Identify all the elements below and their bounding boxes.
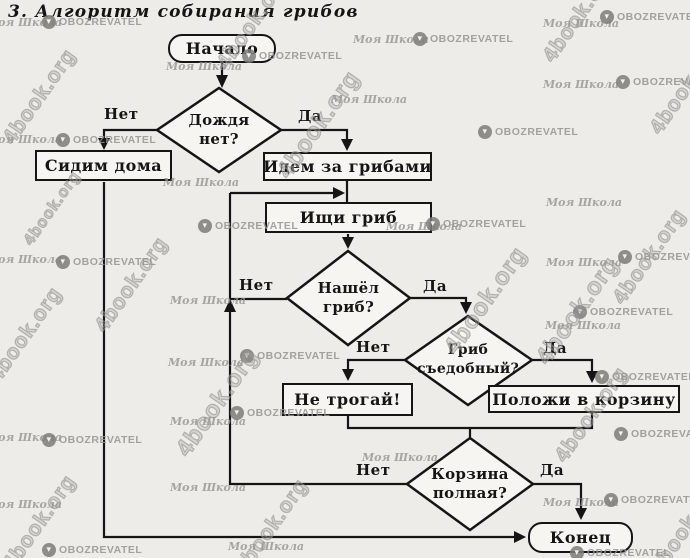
edge-rain-yes (281, 128, 349, 142)
decision-basket-shape (404, 436, 536, 532)
arrowhead-up (224, 299, 236, 312)
box-dont-touch: Не трогай! (282, 383, 413, 416)
start-node: Начало (168, 34, 276, 63)
end-node: Конец (528, 522, 633, 553)
arrowhead (586, 371, 598, 383)
label-yes-edible: Да (543, 339, 568, 357)
decision-rain-line1: Дождя (188, 111, 250, 129)
edge-basket-no-loop (228, 193, 407, 486)
arrowhead (216, 75, 228, 88)
arrowhead-right (514, 531, 526, 543)
label-no-found: Нет (239, 276, 274, 294)
decision-basket-line1: Корзина (431, 465, 509, 483)
edge-basket-yes (533, 482, 583, 512)
arrowhead (342, 369, 354, 381)
decision-edible-line1: Гриб (447, 342, 489, 358)
box-go-mushrooms: Идем за грибами (263, 152, 432, 181)
box-stay-home: Сидим дома (35, 150, 172, 181)
edge-home-to-end (102, 182, 516, 539)
decision-edible-text: Гриб съедобный? (402, 329, 534, 391)
box-search-mushroom: Ищи гриб (265, 202, 432, 233)
label-no-basket: Нет (356, 461, 391, 479)
edge-rain-no (102, 128, 158, 141)
arrowhead (460, 302, 472, 314)
label-yes-found: Да (423, 277, 448, 295)
decision-rain-text: Дождя нет? (157, 96, 281, 164)
label-no-rain: Нет (104, 105, 139, 123)
decision-rain-line2: нет? (199, 130, 239, 148)
decision-edible-shape (402, 314, 535, 407)
arrowhead (333, 187, 345, 199)
edge-edible-no (346, 358, 405, 374)
decision-found-line1: Нашёл (317, 279, 380, 297)
edge-edible-yes (532, 358, 594, 376)
label-yes-rain: Да (298, 107, 323, 125)
decision-basket-line2: полная? (432, 484, 508, 502)
page-title: 3. Алгоритм собирания грибов (8, 2, 359, 22)
label-yes-basket: Да (540, 461, 565, 479)
label-no-edible: Нет (356, 338, 391, 356)
decision-found-line2: гриб? (322, 298, 375, 316)
arrowhead (341, 139, 353, 151)
arrowhead (575, 508, 587, 520)
box-put-in-basket: Положи в корзину (488, 385, 680, 413)
edge-found-yes (410, 296, 468, 306)
arrowhead (98, 138, 110, 150)
decision-rain-shape (154, 86, 284, 174)
decision-found-text: Нашёл гриб? (287, 264, 410, 332)
arrowhead (342, 237, 354, 249)
decision-edible-line2: съедобный? (416, 361, 520, 377)
decision-found-shape (284, 249, 413, 347)
decision-basket-text: Корзина полная? (407, 452, 533, 516)
